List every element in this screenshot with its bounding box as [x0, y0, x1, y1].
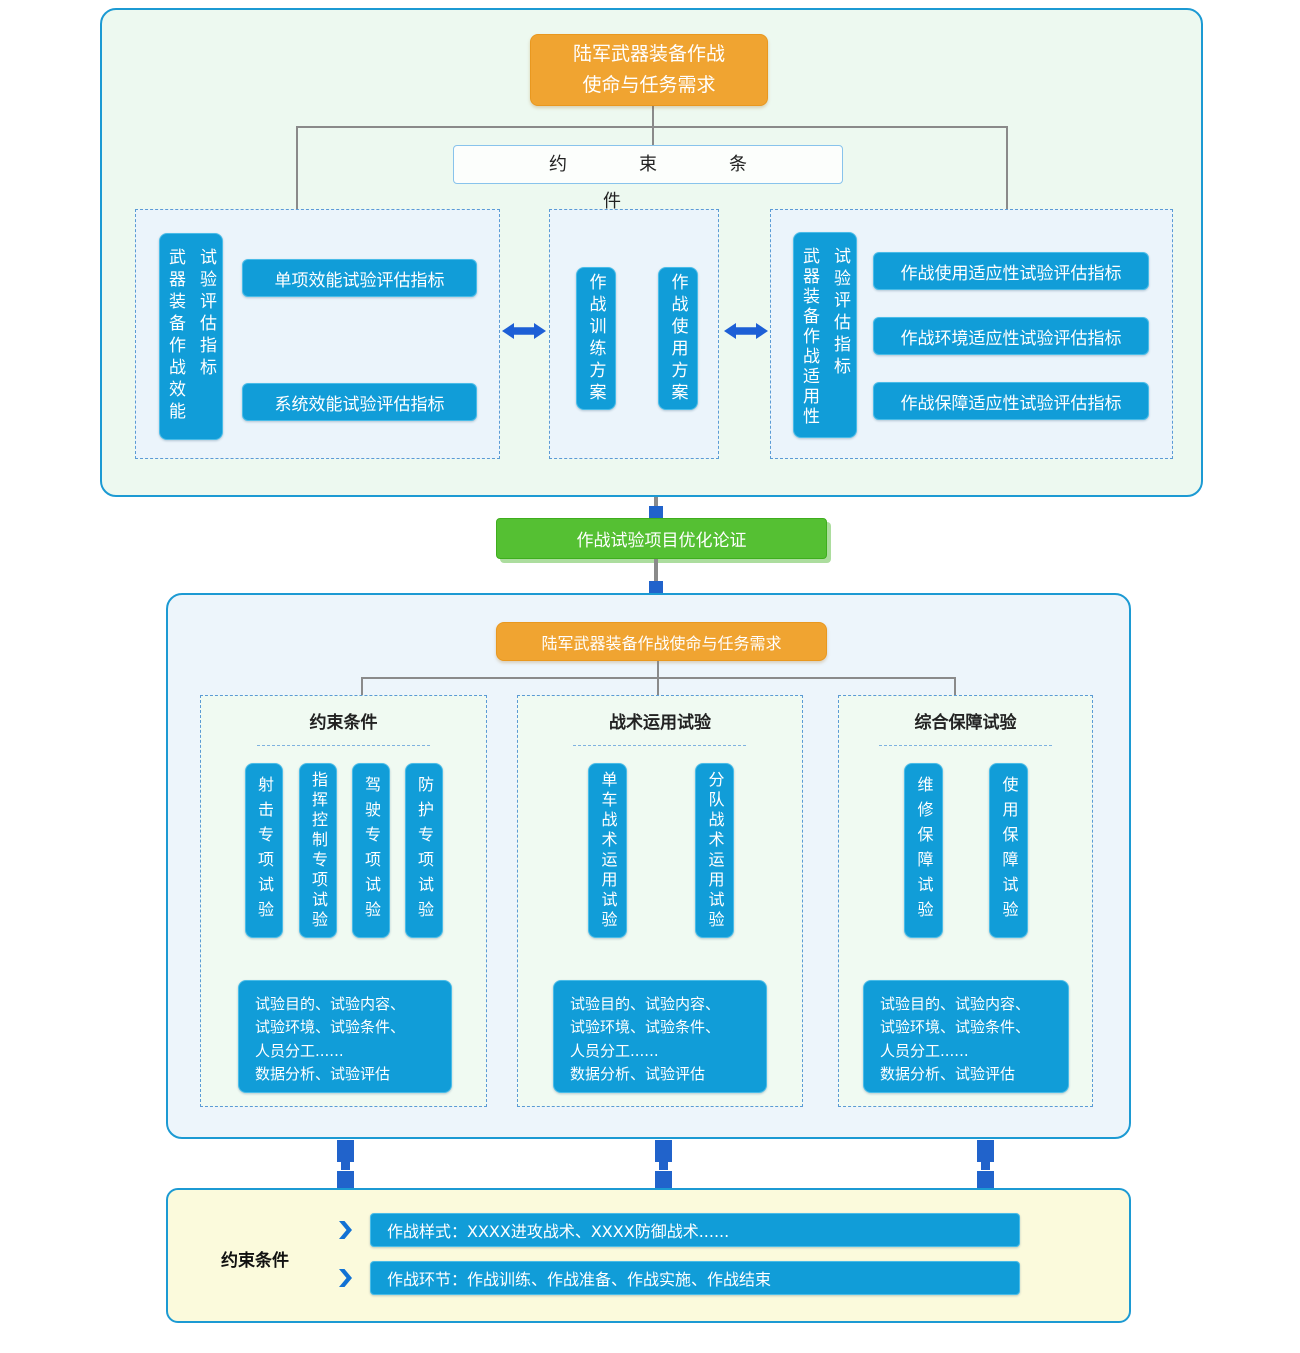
details-box: 试验目的、试验内容、 试验环境、试验条件、 人员分工...... 数据分析、试验…	[863, 980, 1069, 1093]
bottom-bar: 作战环节：作战训练、作战准备、作战实施、作战结束	[370, 1261, 1020, 1295]
plan-box: 作战训练方案	[576, 267, 616, 410]
test-box: 维修保障试验	[904, 763, 943, 938]
connector-line	[954, 677, 956, 695]
suitability-item: 作战使用适应性试验评估指标	[873, 252, 1149, 290]
test-box: 分队战术运用试验	[695, 763, 734, 938]
chevron-right-icon	[339, 1221, 352, 1239]
bottom-panel-label: 约束条件	[221, 1251, 289, 1271]
column-title: 战术运用试验	[609, 713, 711, 733]
test-box: 指挥控制专项试验	[299, 763, 337, 938]
double-arrow-icon	[724, 323, 768, 339]
column-title: 综合保障试验	[914, 713, 1017, 733]
connector-joint	[977, 1140, 994, 1188]
test-box: 使用保障试验	[989, 763, 1028, 938]
optimize-box: 作战试验项目优化论证	[496, 518, 827, 559]
test-box: 单车战术运用试验	[588, 763, 627, 938]
title-underline	[879, 745, 1052, 746]
title-underline	[257, 745, 430, 746]
column-title: 约束条件	[309, 713, 378, 733]
suitability-label-main: 武器装备作战适用性	[799, 247, 819, 427]
details-box: 试验目的、试验内容、 试验环境、试验条件、 人员分工...... 数据分析、试验…	[238, 980, 452, 1093]
connector-line	[652, 106, 654, 126]
test-box: 驾驶专项试验	[352, 763, 390, 938]
connector-line	[296, 126, 1007, 128]
connector-joint	[655, 1140, 672, 1188]
suitability-item: 作战环境适应性试验评估指标	[873, 317, 1149, 355]
connector-joint	[337, 1140, 354, 1188]
bottom-bar: 作战样式：XXXX进攻战术、XXXX防御战术......	[370, 1213, 1020, 1247]
mission-box-top: 陆军武器装备作战 使命与任务需求	[530, 34, 768, 106]
chevron-right-icon	[339, 1269, 352, 1287]
test-box: 射击专项试验	[245, 763, 283, 938]
connector-line	[652, 126, 654, 145]
suitability-item: 作战保障适应性试验评估指标	[873, 382, 1149, 420]
suitability-label-sub: 试验评估指标	[830, 247, 850, 379]
connector-line	[1006, 126, 1008, 209]
effectiveness-item: 系统效能试验评估指标	[242, 383, 477, 421]
title-underline	[573, 745, 746, 746]
connector-line	[296, 126, 298, 209]
effectiveness-label: 武器装备作战效能 试验评估指标	[159, 233, 223, 440]
mission-box-middle: 陆军武器装备作战使命与任务需求	[496, 622, 827, 661]
connector-line	[657, 677, 659, 695]
details-box: 试验目的、试验内容、 试验环境、试验条件、 人员分工...... 数据分析、试验…	[553, 980, 767, 1093]
connector-line	[361, 677, 363, 695]
constraint-strip: 约束条件	[453, 145, 843, 212]
bottom-panel	[166, 1188, 1131, 1323]
plan-box: 作战使用方案	[658, 267, 698, 410]
test-box: 防护专项试验	[405, 763, 443, 938]
suitability-label: 武器装备作战适用性 试验评估指标	[793, 232, 857, 438]
double-arrow-icon	[502, 323, 546, 339]
effectiveness-label-sub: 试验评估指标	[196, 248, 216, 380]
connector-line	[654, 559, 658, 593]
connector-node	[649, 581, 663, 594]
effectiveness-item: 单项效能试验评估指标	[242, 259, 477, 297]
effectiveness-label-main: 武器装备作战效能	[165, 248, 185, 424]
connector-node	[649, 506, 663, 518]
connector-line	[657, 661, 659, 677]
